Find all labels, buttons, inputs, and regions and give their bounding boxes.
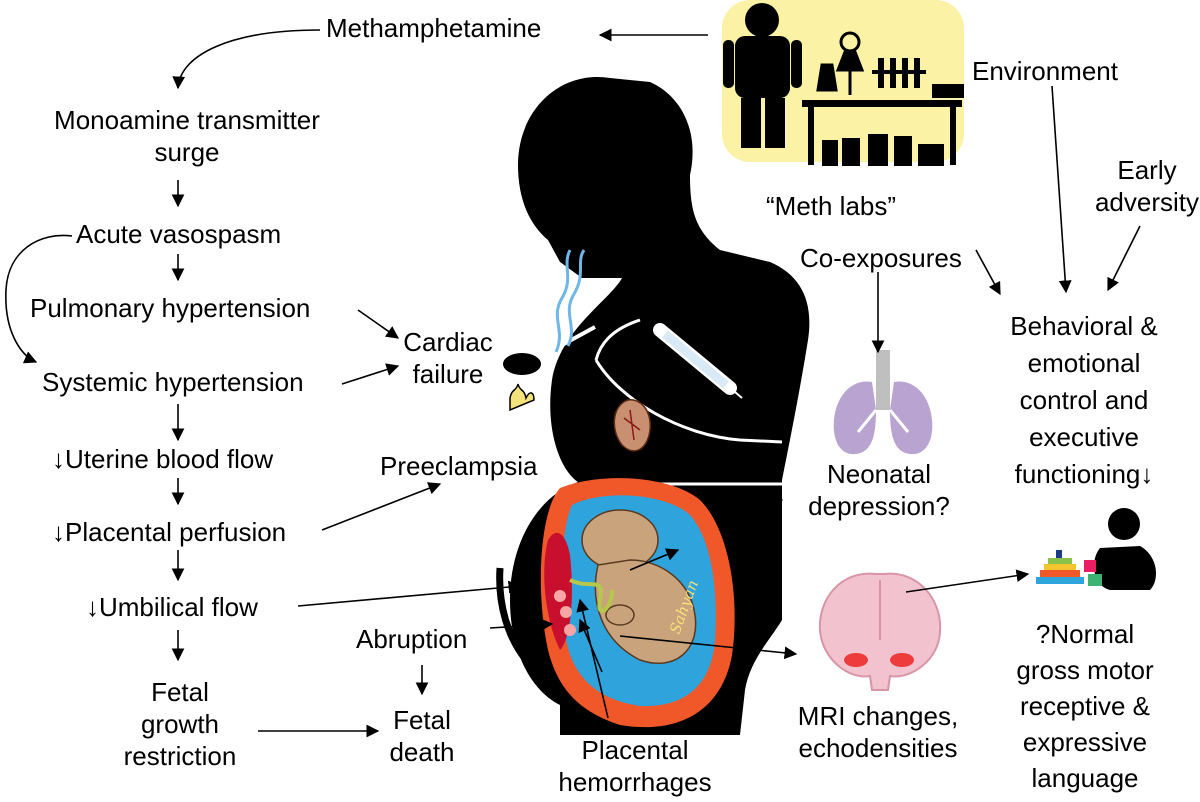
label-neonatal-line2: depression? bbox=[808, 491, 950, 521]
label-mri-line1: MRI changes, bbox=[797, 701, 959, 731]
label-fetal-death-line2: death bbox=[389, 737, 455, 767]
label-pulmonary-hypertension: Pulmonary hypertension bbox=[30, 293, 311, 323]
label-preeclampsia: Preeclampsia bbox=[380, 451, 538, 481]
label-monoamine-surge: Monoamine transmitter surge bbox=[28, 104, 346, 168]
fetus-icon bbox=[581, 509, 697, 665]
stacking-toy-icon bbox=[1036, 550, 1102, 586]
label-cardiac-failure: Cardiac failure bbox=[398, 326, 498, 390]
label-behavioral-control: Behavioral & emotional control and execu… bbox=[986, 308, 1182, 493]
label-early-line1: Early bbox=[1117, 155, 1177, 185]
label-motor-line4: expressive bbox=[1022, 727, 1148, 757]
label-cardiac-line1: Cardiac bbox=[403, 327, 493, 357]
label-placental-perfusion: ↓Placental perfusion bbox=[52, 517, 287, 547]
label-fetal-growth-restriction: Fetal growth restriction bbox=[100, 676, 260, 772]
label-neonatal-depression: Neonatal depression? bbox=[784, 458, 974, 522]
arm-outline bbox=[594, 318, 783, 444]
label-fetal-death: Fetal death bbox=[372, 704, 472, 768]
label-behav-line1: Behavioral & bbox=[1010, 311, 1158, 341]
label-neonatal-line1: Neonatal bbox=[826, 459, 932, 489]
label-fgr-line1: Fetal bbox=[151, 677, 209, 707]
arrow-connectors bbox=[5, 28, 1141, 738]
label-meth-labs: “Meth labs” bbox=[766, 191, 897, 221]
label-environment: Environment bbox=[972, 56, 1118, 86]
umbilical-cord bbox=[569, 578, 614, 613]
flask-icon bbox=[816, 31, 865, 95]
heart-icon bbox=[613, 399, 651, 452]
label-motor-line5: language bbox=[1031, 763, 1139, 793]
label-monoamine-line2: surge bbox=[154, 137, 220, 167]
syringe-icon bbox=[653, 323, 743, 399]
label-early-line2: adversity bbox=[1094, 187, 1200, 217]
contraction-line bbox=[496, 567, 538, 673]
label-abruption: Abruption bbox=[356, 624, 468, 654]
label-methamphetamine: Methamphetamine bbox=[326, 13, 542, 43]
hazmat-person-icon bbox=[723, 3, 802, 148]
lungs-icon bbox=[833, 350, 933, 455]
label-placental-hem-line2: hemorrhages bbox=[558, 767, 712, 797]
label-motor-line1: ?Normal bbox=[1035, 619, 1135, 649]
label-fgr-line3: restriction bbox=[123, 741, 237, 771]
label-motor-line3: receptive & bbox=[1019, 691, 1151, 721]
label-behav-line4: executive bbox=[1029, 422, 1139, 452]
label-placental-hemorrhages: Placental hemorrhages bbox=[540, 734, 730, 798]
label-co-exposures: Co-exposures bbox=[800, 243, 962, 273]
label-behav-line3: control and bbox=[1019, 385, 1149, 415]
label-mri-line2: echodensities bbox=[798, 733, 958, 763]
label-fetal-death-line1: Fetal bbox=[393, 705, 451, 735]
hemorrhage-dot bbox=[564, 624, 576, 636]
label-mri-changes: MRI changes, echodensities bbox=[778, 700, 978, 764]
label-cardiac-line2: failure bbox=[412, 359, 484, 389]
label-acute-vasospasm: Acute vasospasm bbox=[76, 219, 282, 249]
lab-bench-icon bbox=[802, 100, 962, 166]
brain-icon bbox=[818, 572, 942, 691]
label-behav-line2: emotional bbox=[1027, 348, 1141, 378]
label-placental-hem-line1: Placental bbox=[581, 735, 689, 765]
label-monoamine-line1: Monoamine transmitter bbox=[54, 105, 320, 135]
hemorrhage-dot bbox=[560, 606, 572, 618]
hemorrhage-dot bbox=[554, 590, 566, 602]
test-tubes-icon bbox=[872, 58, 964, 98]
label-fgr-line2: growth bbox=[140, 709, 220, 739]
label-early-adversity: Early adversity bbox=[1092, 154, 1200, 218]
label-umbilical-flow: ↓Umbilical flow bbox=[86, 592, 258, 622]
uterus-illustration bbox=[540, 478, 735, 728]
label-motor-language: ?Normal gross motor receptive & expressi… bbox=[990, 616, 1180, 796]
label-uterine-blood-flow: ↓Uterine blood flow bbox=[52, 444, 274, 474]
label-motor-line2: gross motor bbox=[1016, 655, 1154, 685]
meth-lab-panel bbox=[722, 0, 964, 166]
smoke-icon bbox=[554, 249, 586, 353]
meth-pipe-icon bbox=[501, 325, 596, 412]
label-behav-line5: functioning↓ bbox=[1014, 459, 1154, 489]
toddler-icon bbox=[1094, 508, 1156, 590]
label-systemic-hypertension: Systemic hypertension bbox=[42, 367, 304, 397]
